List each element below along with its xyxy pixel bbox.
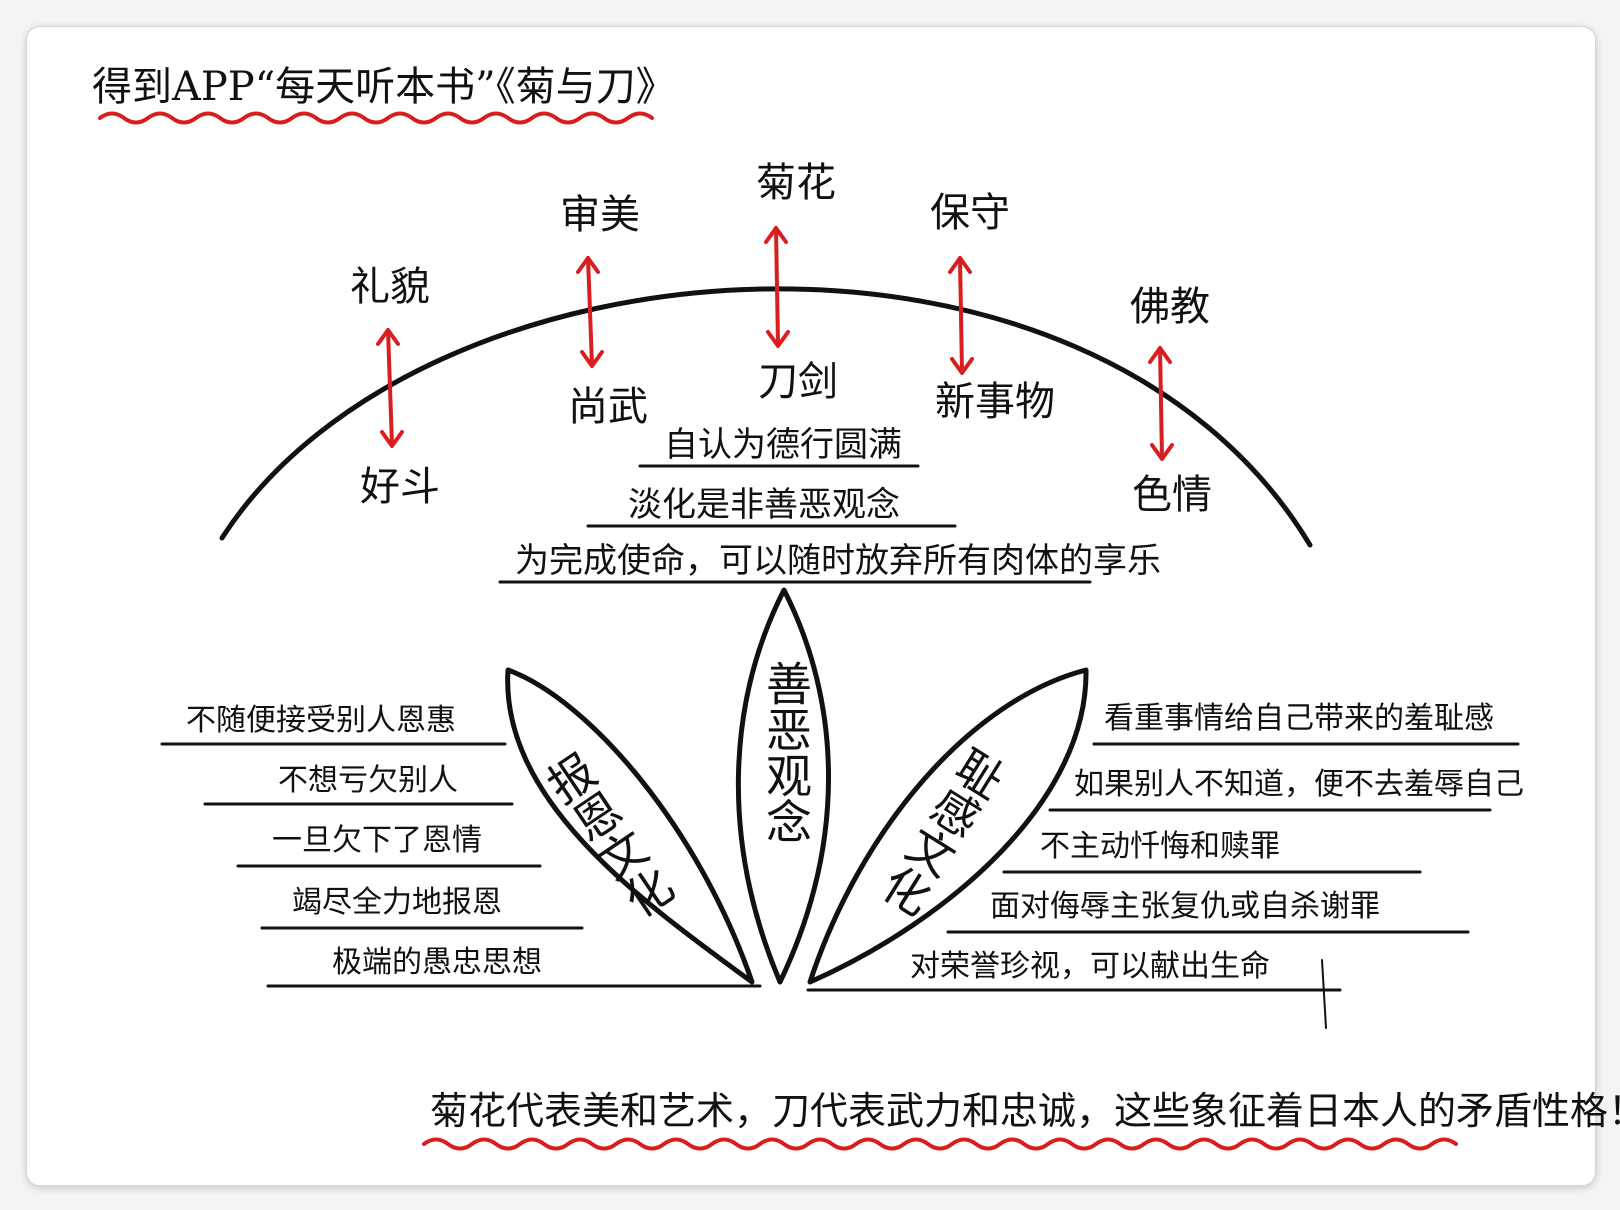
double-arrow xyxy=(376,328,404,448)
right-list-item: 不主动忏悔和赎罪 xyxy=(1040,829,1280,864)
left-list-item: 极端的愚忠思想 xyxy=(332,945,542,980)
conclusion-text: 菊花代表美和艺术，刀代表武力和忠诚，这些象征着日本人的矛盾性格！ xyxy=(430,1089,1620,1133)
double-arrow xyxy=(1148,346,1174,461)
title-wavy-underline xyxy=(98,111,654,125)
pair-top-label: 佛教 xyxy=(1130,284,1210,330)
pair-bottom-label: 色情 xyxy=(1132,472,1212,518)
pair-top-label: 礼貌 xyxy=(350,264,430,310)
left-list-item: 不想亏欠别人 xyxy=(278,763,458,798)
center-line: 为完成使命，可以随时放弃所有肉体的享乐 xyxy=(515,541,1161,581)
double-arrow xyxy=(764,226,790,348)
left-list-item: 不随便接受别人恩惠 xyxy=(186,703,456,738)
pair-bottom-label: 刀剑 xyxy=(758,359,838,405)
right-list-item: 对荣誉珍视，可以献出生命 xyxy=(910,949,1270,984)
left-list-item: 竭尽全力地报恩 xyxy=(292,885,502,920)
double-arrow xyxy=(576,256,604,368)
pair-top-label: 保守 xyxy=(930,190,1010,236)
center-line: 淡化是非善恶观念 xyxy=(628,485,900,525)
pair-top-label: 菊花 xyxy=(756,160,836,206)
mind-map-card xyxy=(26,26,1596,1186)
pair-bottom-label: 新事物 xyxy=(935,379,1055,425)
right-list-item: 面对侮辱主张复仇或自杀谢罪 xyxy=(990,889,1380,924)
leaf-center-label: 善恶观念 xyxy=(759,660,813,844)
leaf-right xyxy=(807,667,1089,985)
center-line: 自认为德行圆满 xyxy=(664,425,902,465)
right-list-item: 看重事情给自己带来的羞耻感 xyxy=(1104,701,1494,736)
double-arrow xyxy=(948,256,974,375)
ink-stroke xyxy=(1321,959,1327,1029)
pair-bottom-label: 尚武 xyxy=(568,384,648,430)
pair-top-label: 审美 xyxy=(560,192,640,238)
right-list-item: 如果别人不知道，便不去羞辱自己 xyxy=(1074,767,1524,802)
left-list-item: 一旦欠下了恩情 xyxy=(272,823,482,858)
culture-arc xyxy=(219,286,1313,548)
leaf-center xyxy=(735,587,831,985)
leaf-left-label-group: 报恩文化 xyxy=(534,745,682,928)
page-title: 得到APP“每天听本书”《菊与刀》 xyxy=(92,64,676,110)
conclusion-wavy-underline xyxy=(422,1137,1458,1151)
leaf-left xyxy=(505,667,755,985)
pair-bottom-label: 好斗 xyxy=(360,464,440,510)
leaf-left-label: 报恩文化 xyxy=(534,745,682,928)
